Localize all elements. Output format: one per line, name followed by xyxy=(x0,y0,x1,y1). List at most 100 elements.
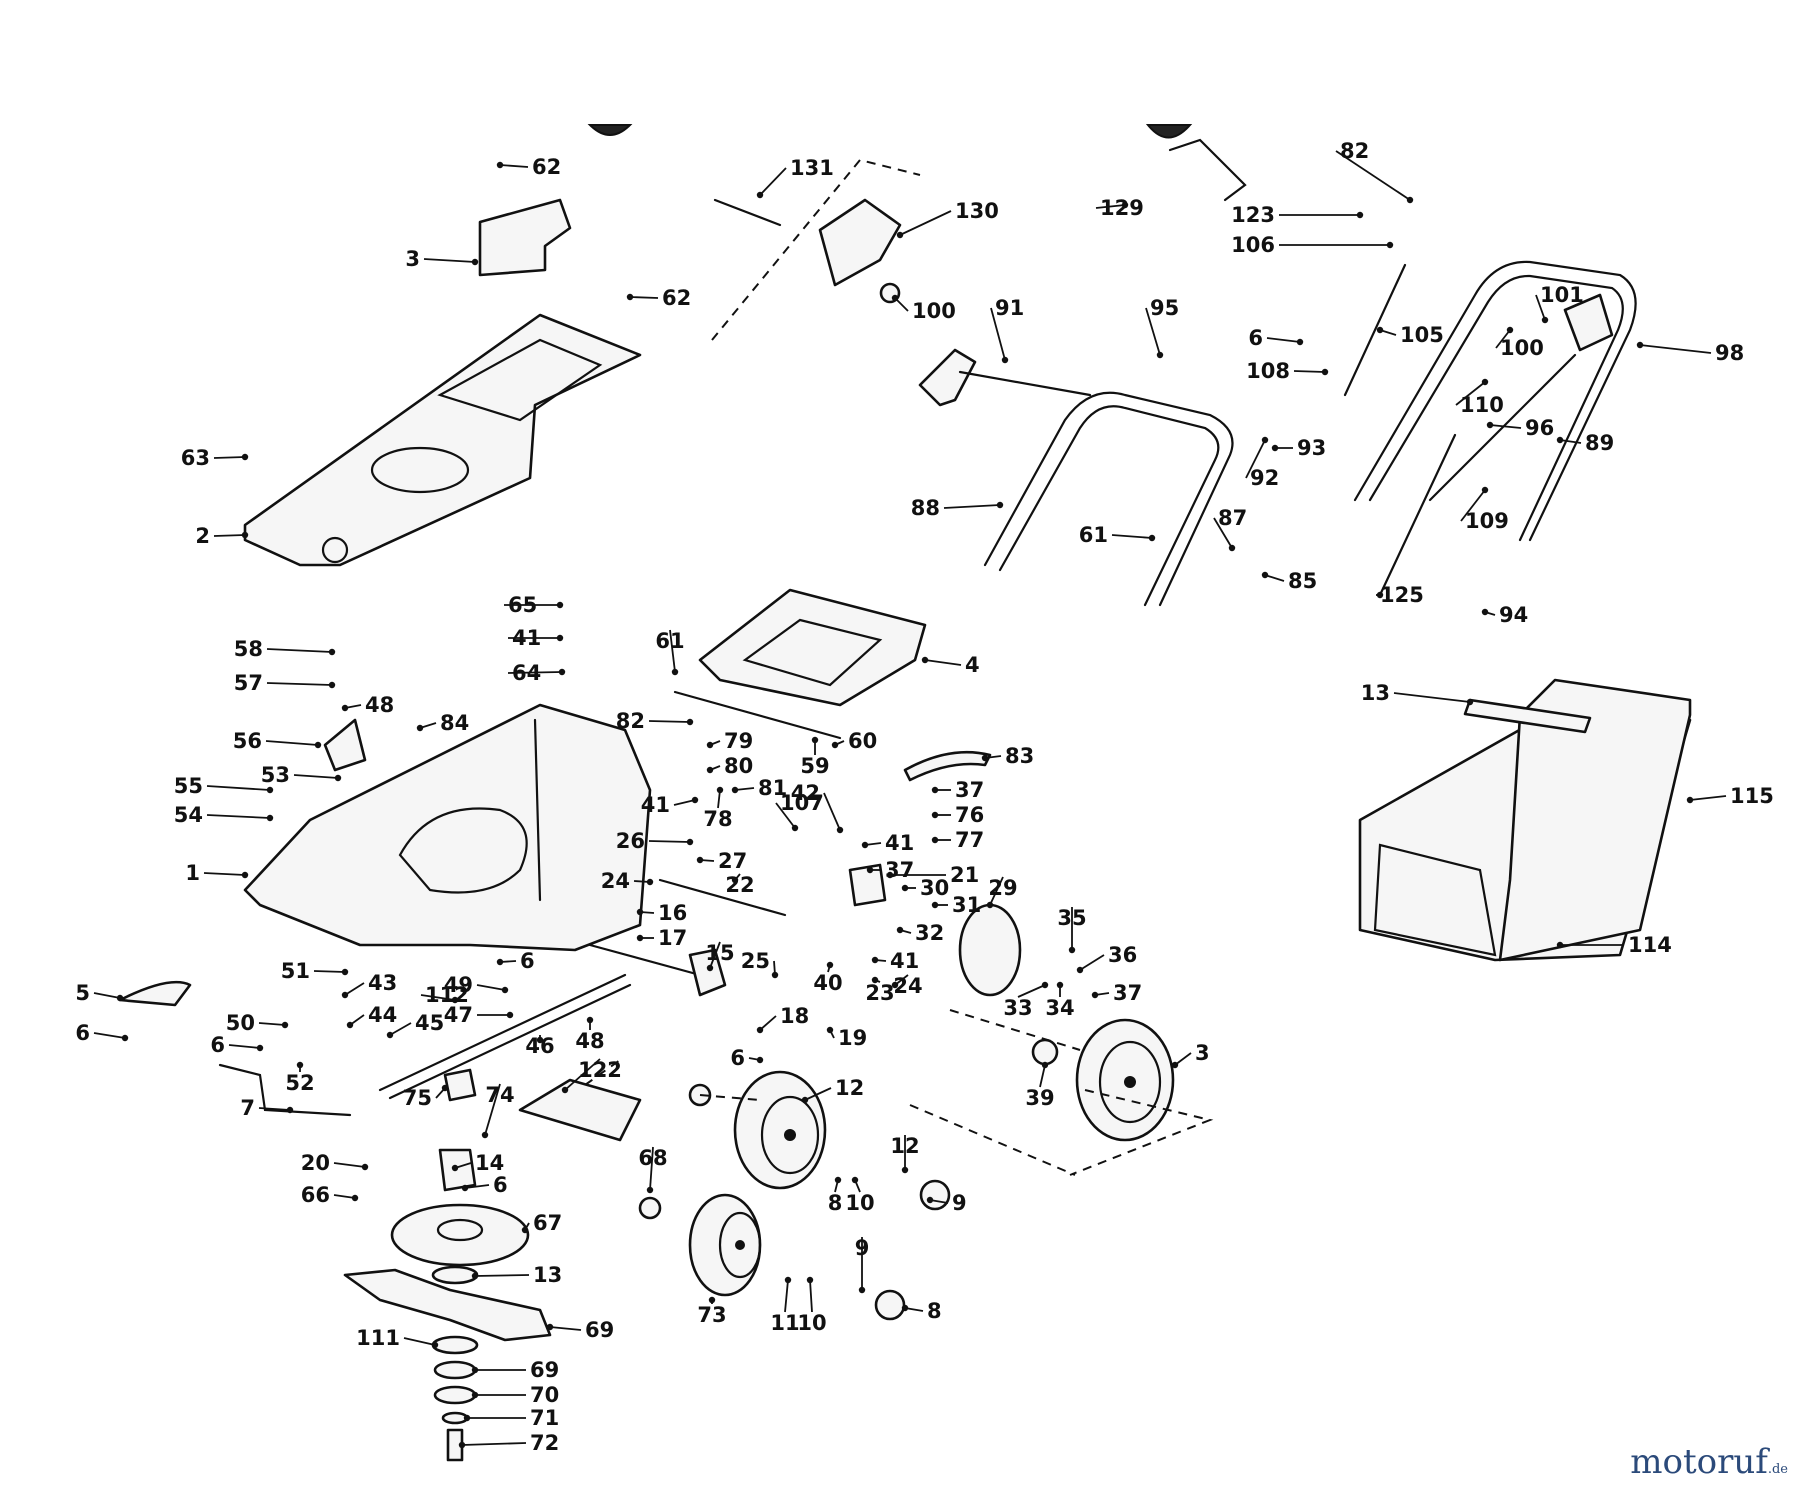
part-number-label: 7 xyxy=(240,1096,255,1120)
part-number-label: 48 xyxy=(575,1029,604,1053)
fan-68 xyxy=(390,1203,530,1267)
leader-dot-83 xyxy=(981,754,989,762)
leader-dot-73 xyxy=(708,1296,716,1304)
part-number-label: 29 xyxy=(988,876,1017,900)
leader-line-92 xyxy=(1245,439,1266,479)
leader-line-58 xyxy=(266,648,333,653)
washer-72 xyxy=(441,1411,469,1425)
leader-dot-101 xyxy=(1541,316,1549,324)
leader-dot-115 xyxy=(1686,796,1694,804)
part-number-label: 59 xyxy=(800,754,829,778)
leader-dot-131 xyxy=(756,191,764,199)
leader-line-6 xyxy=(464,1184,490,1189)
part-number-label: 61 xyxy=(655,629,684,653)
leader-line-115 xyxy=(1689,795,1727,801)
leader-dot-61 xyxy=(1148,534,1156,542)
motor-cover xyxy=(243,313,642,567)
part-number-label: 106 xyxy=(1231,233,1275,257)
leader-line-66 xyxy=(333,1194,356,1199)
leader-line-11 xyxy=(784,1279,789,1313)
leader-line-49 xyxy=(476,984,506,991)
lever-91 xyxy=(918,348,977,407)
wheel-11 xyxy=(688,1193,762,1297)
height-adjuster-21 xyxy=(848,863,887,907)
part-number-label: 91 xyxy=(995,296,1024,320)
part-number-label: 70 xyxy=(530,1383,559,1407)
part-number-label: 5 xyxy=(75,981,90,1005)
upper-handle-inner xyxy=(1368,274,1624,542)
leader-line-4 xyxy=(924,659,962,666)
leader-line-15 xyxy=(709,941,721,969)
leader-dot-62 xyxy=(496,161,504,169)
guide-chassis xyxy=(909,1104,1076,1176)
part-number-label: 100 xyxy=(1500,336,1544,360)
part-number-label: 53 xyxy=(261,763,290,787)
leader-line-6 xyxy=(93,1032,126,1039)
part-number-label: 10 xyxy=(845,1191,874,1215)
leader-dot-8 xyxy=(901,1304,909,1312)
leader-dot-68 xyxy=(646,1186,654,1194)
leader-dot-43 xyxy=(341,991,349,999)
bearing-12-lower xyxy=(638,1196,662,1220)
leader-line-61 xyxy=(1111,534,1153,539)
leader-dot-6 xyxy=(496,958,504,966)
part-number-label: 48 xyxy=(365,693,394,717)
guide-front-axle xyxy=(584,1059,761,1101)
washer-69-lower xyxy=(431,1335,479,1355)
part-number-label: 44 xyxy=(368,1003,397,1027)
part-number-label: 10 xyxy=(797,1311,826,1335)
part-number-label: 76 xyxy=(955,803,984,827)
part-number-label: 26 xyxy=(616,829,645,853)
leader-dot-20 xyxy=(361,1163,369,1171)
part-number-label: 123 xyxy=(1231,203,1275,227)
leader-dot-76 xyxy=(931,811,939,819)
rod-46b xyxy=(388,983,632,1100)
leader-line-98 xyxy=(1639,344,1712,354)
flap-5 xyxy=(118,980,192,1007)
leader-dot-12 xyxy=(801,1096,809,1104)
coupling-66 xyxy=(438,1148,477,1192)
leader-dot-77 xyxy=(931,836,939,844)
part-number-label: 41 xyxy=(512,626,541,650)
part-number-label: 42 xyxy=(791,781,820,805)
rod-46 xyxy=(378,973,627,1092)
leader-line-20 xyxy=(333,1162,366,1168)
leader-dot-88 xyxy=(996,501,1004,509)
part-number-label: 84 xyxy=(440,711,469,735)
leader-dot-11 xyxy=(784,1276,792,1284)
part-number-label: 4 xyxy=(965,653,980,677)
part-number-label: 72 xyxy=(530,1431,559,1455)
leader-dot-84 xyxy=(416,724,424,732)
part-number-label: 49 xyxy=(444,973,473,997)
leader-dot-111 xyxy=(431,1341,439,1349)
leader-dot-74 xyxy=(481,1131,489,1139)
part-number-label: 71 xyxy=(530,1406,559,1430)
leader-dot-59 xyxy=(811,736,819,744)
leader-dot-21 xyxy=(886,871,894,879)
leader-dot-125 xyxy=(1376,591,1384,599)
part-number-label: 9 xyxy=(855,1236,870,1260)
leader-dot-81 xyxy=(731,786,739,794)
part-number-label: 83 xyxy=(1005,744,1034,768)
chute-cover xyxy=(698,588,927,707)
leader-dot-123 xyxy=(1356,211,1364,219)
part-number-label: 57 xyxy=(234,671,263,695)
motor-cover-inner xyxy=(437,338,603,422)
leader-dot-65 xyxy=(556,601,564,609)
part-number-label: 37 xyxy=(885,858,914,882)
leader-dot-4 xyxy=(921,656,929,664)
part-number-label: 6 xyxy=(520,949,535,973)
leader-dot-110 xyxy=(1481,378,1489,386)
part-number-label: 37 xyxy=(955,778,984,802)
part-number-label: 43 xyxy=(368,971,397,995)
part-number-label: 122 xyxy=(578,1058,622,1082)
leader-dot-6 xyxy=(461,1184,469,1192)
part-number-label: 21 xyxy=(950,863,979,887)
leader-line-26 xyxy=(648,840,691,843)
part-number-label: 15 xyxy=(705,941,734,965)
leader-dot-69 xyxy=(471,1366,479,1374)
leader-dot-85 xyxy=(1261,571,1269,579)
washer-70 xyxy=(433,1360,477,1380)
